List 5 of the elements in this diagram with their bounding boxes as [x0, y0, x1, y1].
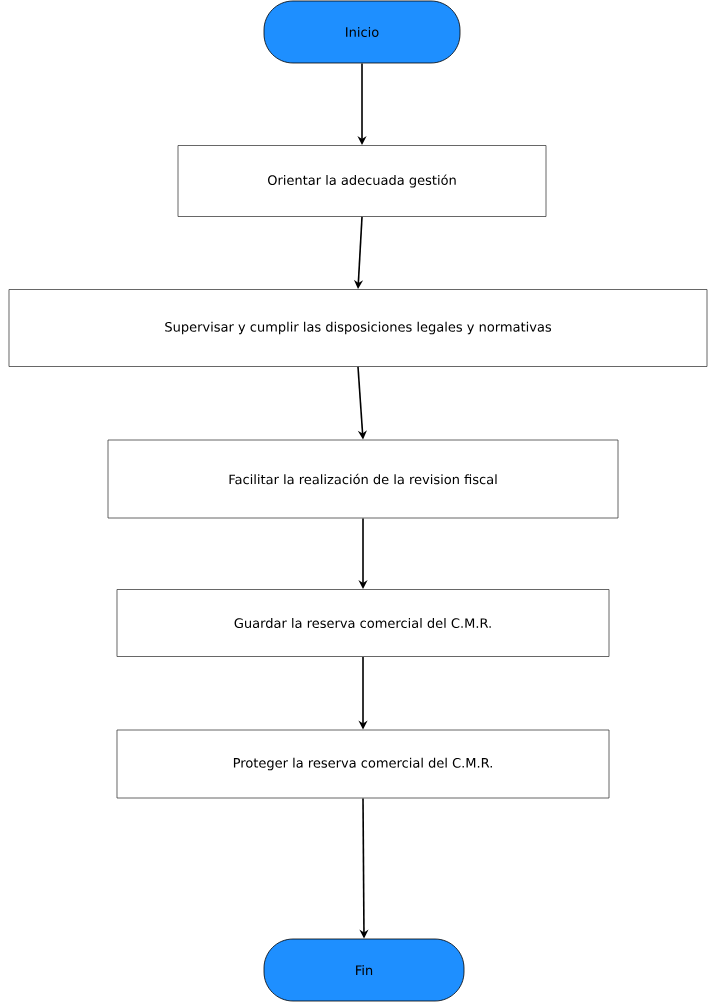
process-box: Supervisar y cumplir las disposiciones legales y normativas	[8, 289, 708, 367]
process-box: Facilitar la realización de la revision fiscal	[107, 439, 619, 519]
process-box: Proteger la reserva comercial del C.M.R.	[116, 729, 610, 799]
process-box: Orientar la adecuada gestión	[177, 145, 547, 217]
process-box: Guardar la reserva comercial del C.M.R.	[116, 589, 610, 657]
